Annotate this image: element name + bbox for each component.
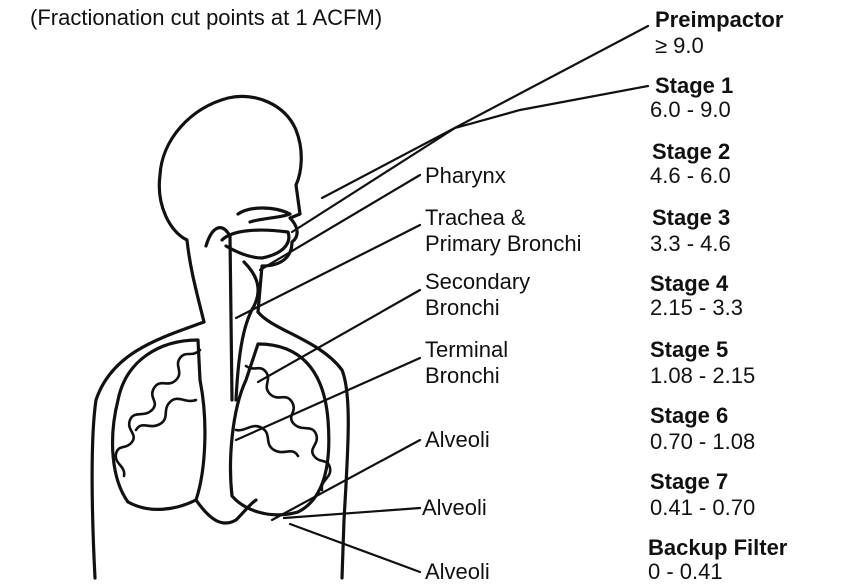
caption: (Fractionation cut points at 1 ACFM) [30,6,382,30]
leader-trachea [236,225,420,318]
right-shoulder [258,312,348,578]
region-alveoli-3: Alveoli [425,560,490,584]
stage-2-name: Stage 2 [652,140,730,164]
region-secondary-line2: Bronchi [425,296,500,320]
airway-left [206,228,232,400]
stage-3-range: 3.3 - 4.6 [650,232,731,256]
region-trachea-line1: Trachea & [425,206,526,230]
stage-backup-filter-name: Backup Filter [648,536,787,560]
stage-4-range: 2.15 - 3.3 [650,296,743,320]
right-bronchial-tree [246,366,330,490]
stage-5-name: Stage 5 [650,338,728,362]
stage-preimpactor-name: Preimpactor [655,8,783,32]
right-bronchial-branch [236,426,298,456]
stage-backup-filter-range: 0 - 0.41 [648,560,723,584]
leader-stage1-branch [455,86,648,128]
region-terminal-line1: Terminal [425,338,508,362]
stage-5-range: 1.08 - 2.15 [650,364,755,388]
stage-3-name: Stage 3 [652,206,730,230]
stage-1-range: 6.0 - 9.0 [650,98,731,122]
leader-alveoli-3 [290,524,420,572]
region-trachea-line2: Primary Bronchi [425,232,581,256]
stage-1-name: Stage 1 [655,74,733,98]
stage-7-range: 0.41 - 0.70 [650,496,755,520]
left-shoulder [92,322,204,578]
stage-preimpactor-range: ≥ 9.0 [655,34,704,58]
region-alveoli-2: Alveoli [422,496,487,520]
nasal-cavity [238,208,290,222]
diaphragm [196,500,256,523]
oral-cavity [222,230,289,258]
left-bronchial-tree [116,350,200,476]
region-secondary-line1: Secondary [425,270,530,294]
region-pharynx: Pharynx [425,164,506,188]
region-alveoli-1: Alveoli [425,428,490,452]
stage-6-name: Stage 6 [650,404,728,428]
stage-7-name: Stage 7 [650,470,728,494]
region-terminal-line2: Bronchi [425,364,500,388]
stage-6-range: 0.70 - 1.08 [650,430,755,454]
stage-4-name: Stage 4 [650,272,728,296]
stage-2-range: 4.6 - 6.0 [650,164,731,188]
